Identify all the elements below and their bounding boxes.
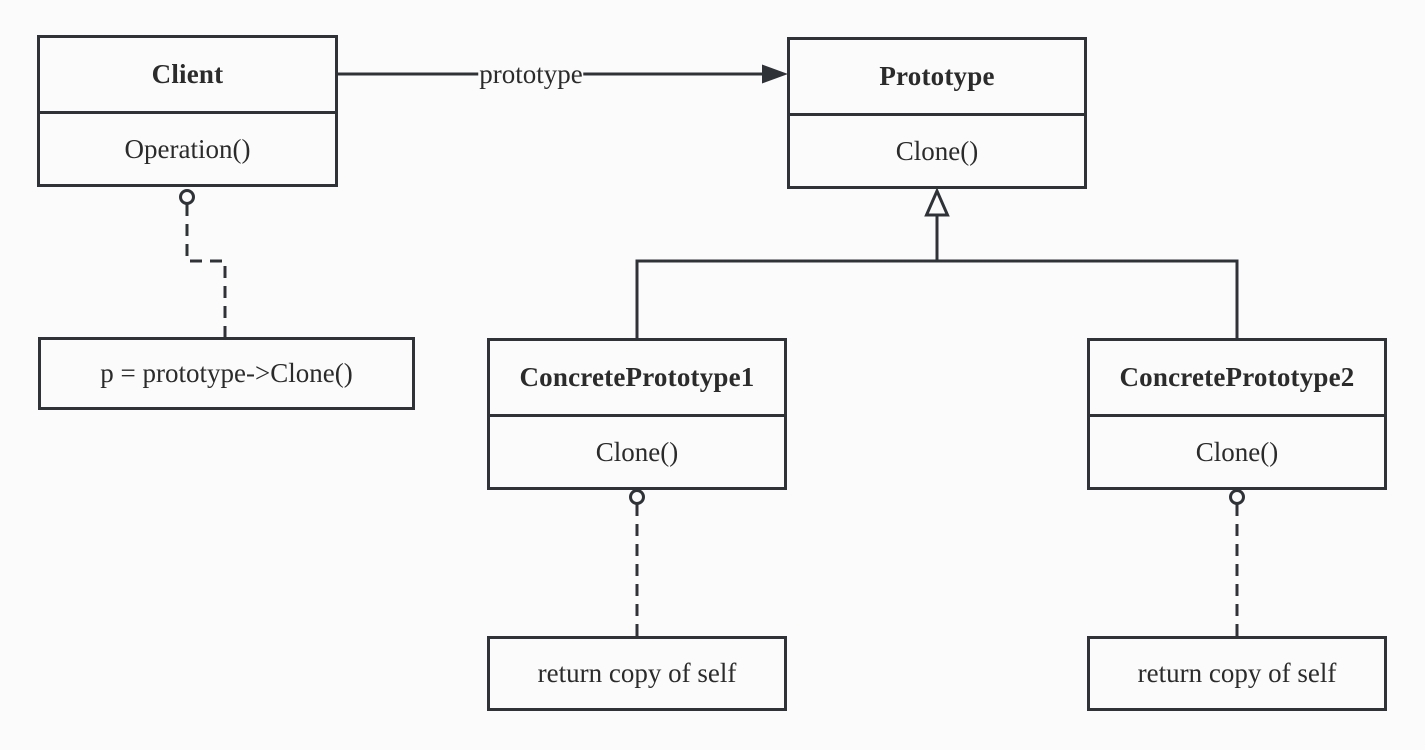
class-prototype-method: Clone()	[790, 113, 1084, 186]
note-concrete2-code-text: return copy of self	[1137, 658, 1337, 688]
class-concrete-prototype-1-method: Clone()	[490, 414, 784, 487]
note-anchor-circle	[629, 489, 645, 505]
class-concrete-prototype-2-name: ConcretePrototype2	[1119, 362, 1355, 392]
class-concrete-prototype-2-method: Clone()	[1090, 414, 1384, 487]
class-concrete-prototype-1: ConcretePrototype1 Clone()	[487, 338, 787, 490]
note-client-code-text: p = prototype->Clone()	[100, 358, 353, 388]
association-label: prototype	[478, 59, 584, 89]
class-prototype: Prototype Clone()	[787, 37, 1087, 189]
class-client-name: Client	[151, 59, 224, 89]
note-link-client	[179, 189, 227, 337]
note-concrete1-code-text: return copy of self	[537, 658, 737, 688]
class-concrete-prototype-1-name: ConcretePrototype1	[519, 362, 755, 392]
note-link-concrete1	[629, 489, 645, 636]
note-concrete1-code: return copy of self	[487, 636, 787, 711]
class-concrete-prototype-2: ConcretePrototype2 Clone()	[1087, 338, 1387, 490]
note-concrete2-code: return copy of self	[1087, 636, 1387, 711]
generalization-links	[635, 187, 1239, 338]
generalization-triangle-icon	[924, 187, 950, 217]
class-client: Client Operation()	[37, 35, 338, 187]
note-client-code: p = prototype->Clone()	[38, 337, 415, 410]
note-anchor-circle	[1229, 489, 1245, 505]
association-arrowhead	[762, 64, 788, 84]
note-link-concrete2	[1229, 489, 1245, 636]
note-anchor-circle	[179, 189, 195, 205]
class-client-method: Operation()	[40, 111, 335, 184]
class-prototype-name: Prototype	[879, 61, 995, 91]
